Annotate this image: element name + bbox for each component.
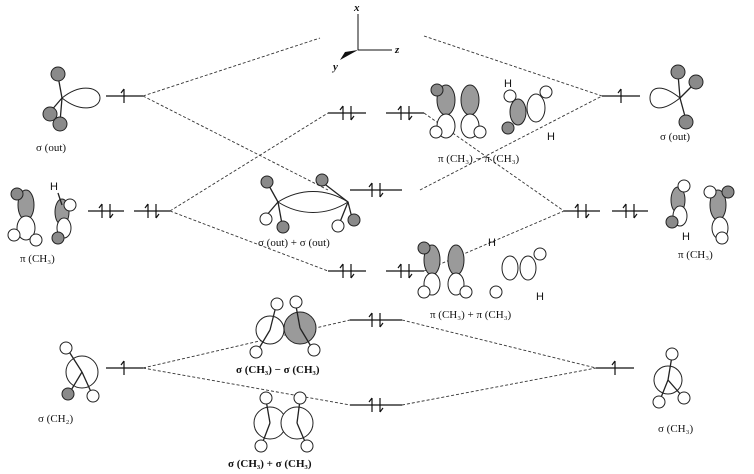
orbital-sigma-plus — [253, 391, 314, 453]
h-atom-label: H — [547, 131, 555, 143]
level-sigma-plus — [350, 397, 402, 413]
orbital-pi-minus: H H — [429, 78, 555, 143]
energy-levels — [88, 88, 648, 413]
orbital-sigma-out-left — [42, 66, 101, 132]
level-sigma-out-right — [602, 88, 640, 104]
label-sigma-out-plus: σ (out) + σ (out) — [258, 237, 330, 249]
orbital-labels: σ (out) π (CH₃) σ (CH₂) σ (out) + σ (out… — [20, 131, 713, 470]
label-pi-ch3-right: π (CH₃) — [678, 249, 713, 261]
label-sigma-out-left: σ (out) — [36, 142, 66, 154]
correlation-lines — [142, 35, 603, 406]
level-pi-minus — [328, 105, 424, 121]
label-sigma-ch2-left: σ (CH₂) — [38, 413, 73, 425]
coordinate-axes: x z y — [331, 2, 400, 73]
orbital-pi-ch3-right: H — [665, 179, 735, 245]
orbital-pi-ch3-left: H — [7, 181, 77, 247]
axis-label-x: x — [353, 2, 360, 14]
level-pi-ch3-right — [564, 203, 648, 219]
orbital-sigma-ch3-right — [652, 347, 691, 409]
orbital-sigma-minus — [249, 295, 321, 359]
orbital-sigma-out-right — [649, 64, 704, 130]
h-atom-label: H — [50, 181, 58, 193]
label-sigma-minus: σ (CH₃) − σ (CH₃) — [236, 364, 320, 376]
label-sigma-plus: σ (CH₃) + σ (CH₃) — [228, 458, 312, 470]
level-sigma-ch2-left — [106, 360, 143, 376]
label-pi-plus: π (CH₃) + π (CH₃) — [430, 309, 512, 321]
label-sigma-out-right: σ (out) — [660, 131, 690, 143]
orbital-sigma-out-plus — [259, 173, 361, 234]
label-pi-minus: π (CH₃) − π (CH₃) — [438, 153, 520, 165]
h-atom-label: H — [488, 237, 496, 249]
orbital-sigma-ch2-left — [59, 341, 100, 403]
label-pi-ch3-left: π (CH₃) — [20, 253, 55, 265]
axis-label-y: y — [331, 61, 338, 73]
level-pi-plus — [328, 263, 424, 279]
axis-label-z: z — [394, 44, 400, 56]
orbital-pi-plus: H H — [417, 237, 547, 303]
label-sigma-ch3-right: σ (CH₃) — [658, 423, 693, 435]
h-atom-label: H — [536, 291, 544, 303]
level-pi-ch3-left — [88, 203, 170, 219]
level-sigma-out-left — [106, 88, 143, 104]
level-sigma-ch3-right — [596, 360, 634, 376]
level-sigma-minus — [350, 312, 402, 328]
level-sigma-out-plus — [350, 182, 402, 198]
h-atom-label: H — [504, 78, 512, 90]
h-atom-label: H — [682, 231, 690, 243]
